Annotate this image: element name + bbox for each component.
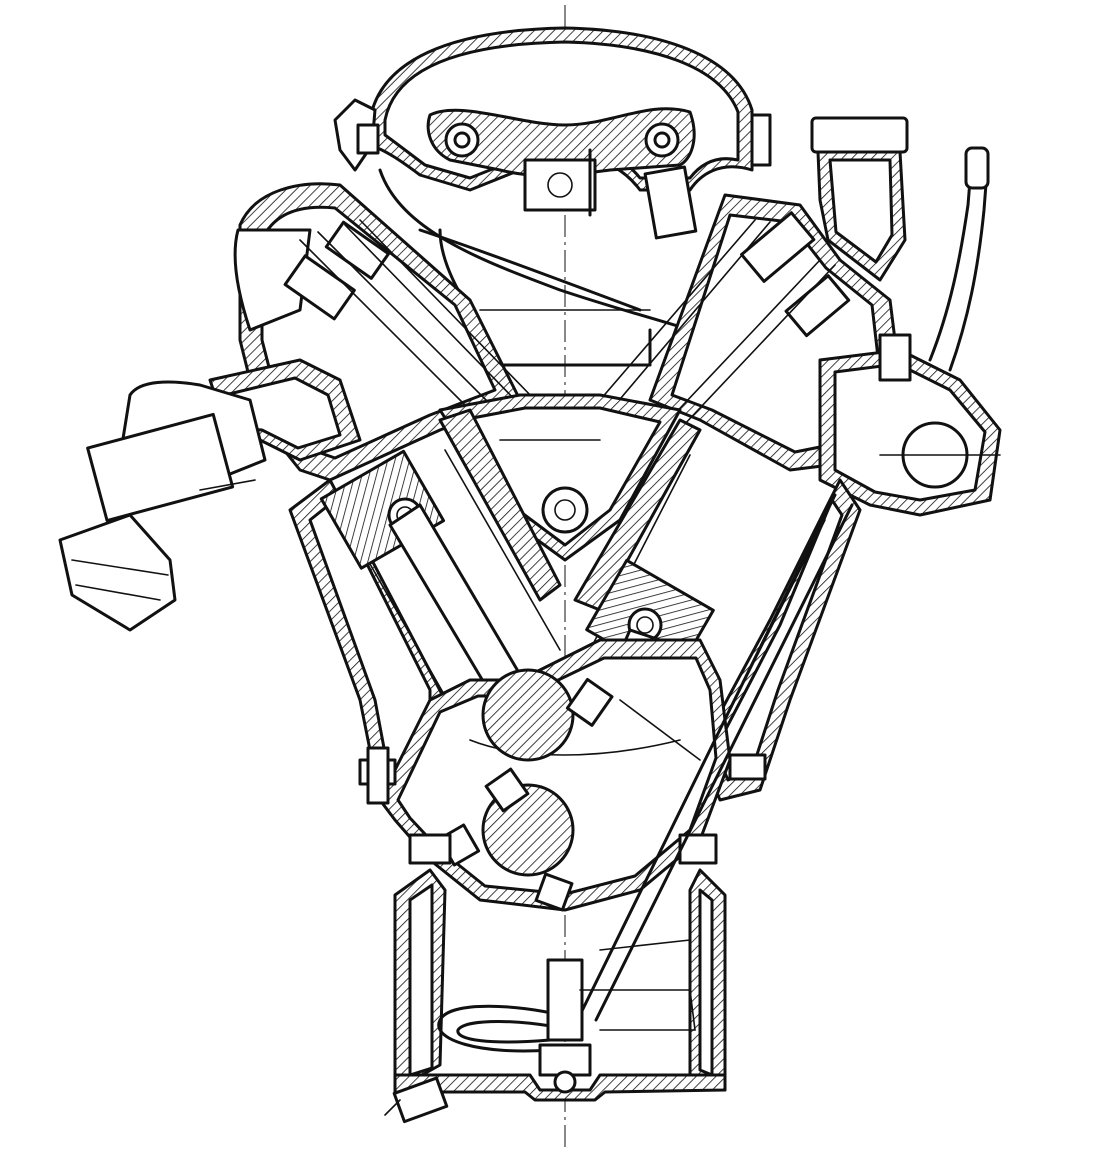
fuel-injector	[643, 165, 698, 240]
valley-center	[438, 393, 682, 562]
crankshaft-journal-upper	[481, 668, 575, 762]
left-exhaust-outlet	[58, 380, 267, 632]
engine-block	[288, 408, 862, 802]
pan-bolt	[392, 1076, 449, 1124]
right-bolt-post	[750, 113, 772, 167]
dipstick-tube	[928, 146, 990, 372]
drain-plug	[553, 1070, 577, 1094]
left-piston-assembly	[319, 449, 537, 720]
right-cylinder-head	[599, 193, 1002, 517]
crankcase	[378, 638, 732, 912]
left-mounting-bracket	[333, 98, 380, 172]
oil-pan	[384, 868, 727, 1124]
oil-filler-cap	[810, 116, 909, 282]
dipstick-handle	[964, 146, 990, 190]
valve-spring-right	[740, 211, 816, 283]
long-diagonal-rod	[578, 493, 854, 1022]
intake-plenum	[368, 26, 754, 367]
valve-spring-left	[283, 254, 356, 321]
oil-pump	[546, 958, 584, 1042]
oil-pickup-tube	[437, 1004, 562, 1053]
camshaft	[541, 486, 589, 534]
